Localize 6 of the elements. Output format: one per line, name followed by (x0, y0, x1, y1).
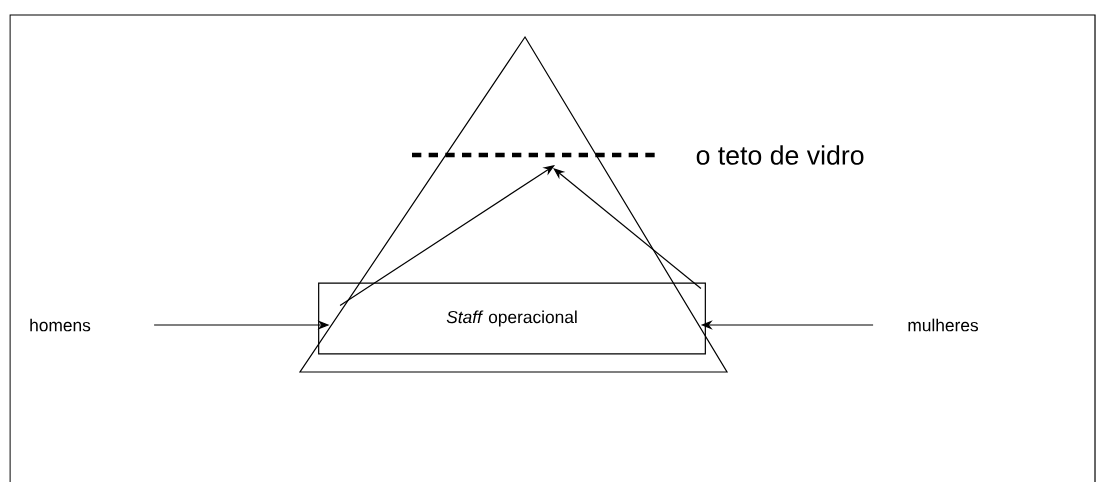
staff-box: Staff operacional (318, 282, 706, 355)
text-label: mulheres (908, 318, 978, 332)
text-label: homens (30, 318, 91, 332)
arrow (339, 165, 555, 307)
text-label: o teto de vidro (696, 145, 864, 165)
arrow (553, 168, 702, 290)
